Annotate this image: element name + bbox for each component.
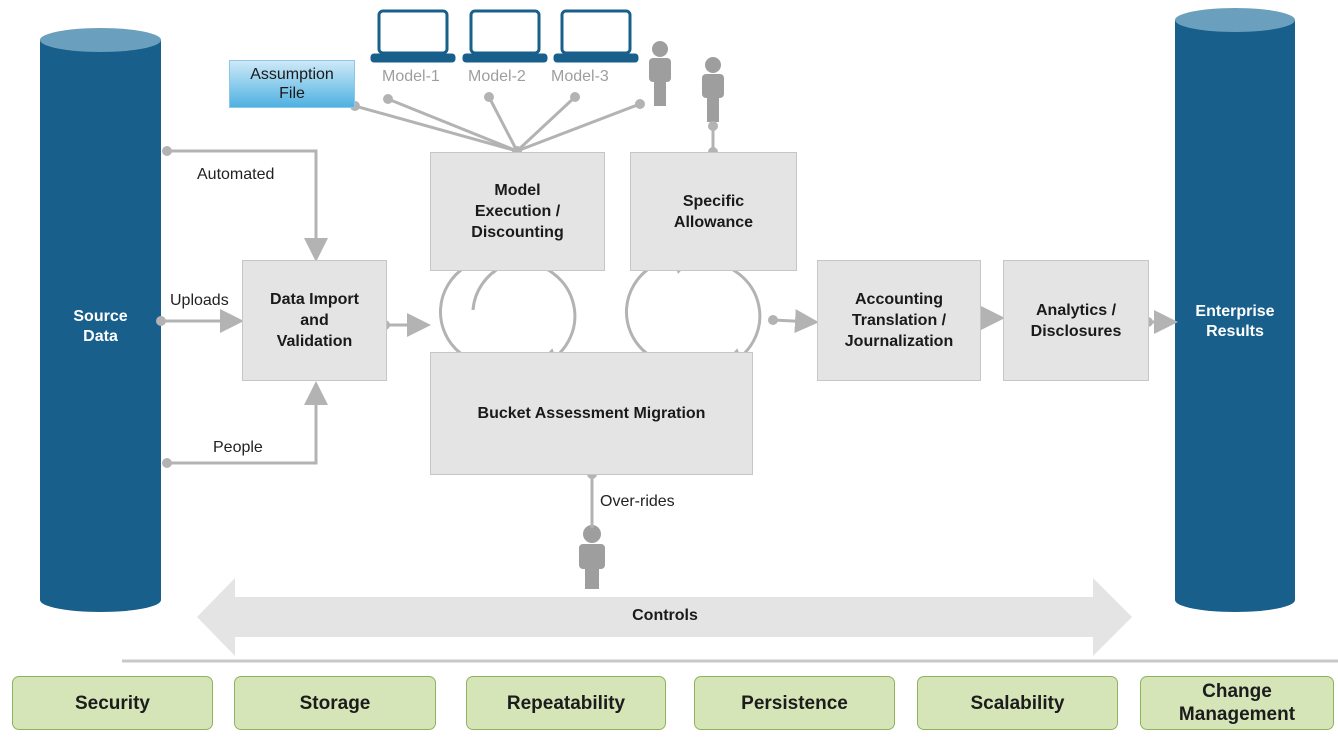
pillar-change-management: Change Management — [1140, 676, 1334, 730]
laptop-icon — [553, 9, 639, 63]
pillar-scalability: Scalability — [917, 676, 1118, 730]
bucket-assessment-box: Bucket Assessment Migration — [430, 352, 753, 475]
laptop-icon — [462, 9, 548, 63]
pillar-security: Security — [12, 676, 213, 730]
enterprise-results-cylinder — [1175, 8, 1295, 612]
people-label: People — [213, 439, 263, 456]
uploads-label: Uploads — [170, 292, 229, 309]
connector-dots — [156, 92, 1153, 479]
laptop-icon — [370, 9, 456, 63]
automated-label: Automated — [197, 166, 275, 183]
controls-arrow — [197, 578, 1132, 656]
controls-label: Controls — [632, 607, 698, 624]
analytics-box: Analytics /Disclosures — [1003, 260, 1149, 381]
model-1-label: Model-1 — [382, 68, 440, 85]
person-icon — [702, 57, 724, 122]
person-icon — [579, 525, 605, 589]
model-2-label: Model-2 — [468, 68, 526, 85]
model-3-label: Model-3 — [551, 68, 609, 85]
pillar-persistence: Persistence — [694, 676, 895, 730]
pillar-storage: Storage — [234, 676, 436, 730]
source-data-cylinder — [40, 28, 161, 612]
pillar-repeatability: Repeatability — [466, 676, 666, 730]
person-icon — [649, 41, 671, 106]
overrides-label: Over-rides — [600, 493, 675, 510]
